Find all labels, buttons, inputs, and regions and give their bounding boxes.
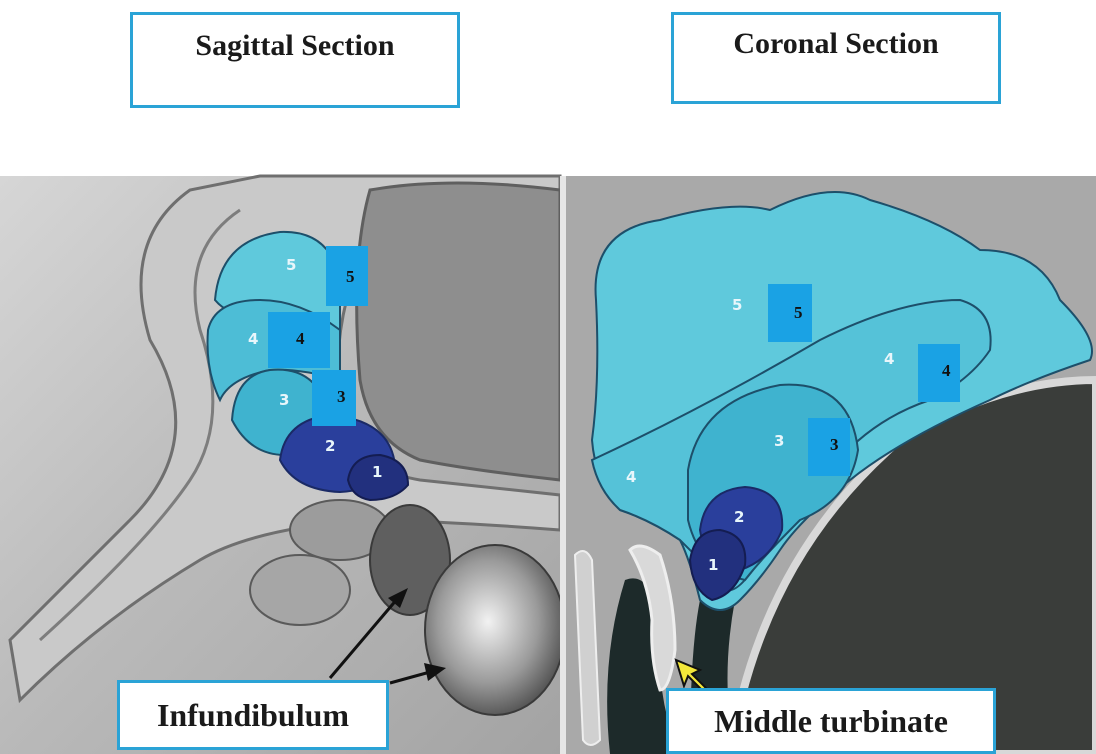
- sag-tag-3: 3: [337, 387, 346, 406]
- sag-cell-num-5: 5: [286, 256, 296, 274]
- coronal-panel: 5 4 4 3 2 1 5 4 3: [566, 176, 1096, 754]
- cor-cell-num-4a: 4: [884, 350, 894, 368]
- cor-tag-3-box: [808, 418, 850, 476]
- sag-cell-num-2: 2: [325, 437, 335, 455]
- sag-cell-num-1: 1: [372, 463, 382, 481]
- middle-turbinate-label: Middle turbinate: [666, 688, 996, 754]
- cor-tag-4-box: [918, 344, 960, 402]
- sag-cell-num-3: 3: [279, 391, 289, 409]
- cor-tag-5-box: [768, 284, 812, 342]
- cor-tag-5: 5: [794, 303, 803, 322]
- sagittal-section-title: Sagittal Section: [130, 12, 460, 108]
- cor-tag-3: 3: [830, 435, 839, 454]
- sag-tag-4: 4: [296, 329, 305, 348]
- sag-cell-num-4: 4: [248, 330, 258, 348]
- cor-cell-num-4b: 4: [626, 468, 636, 486]
- infundibulum-label: Infundibulum: [117, 680, 389, 750]
- cor-cell-num-5: 5: [732, 296, 742, 314]
- cor-cell-num-2: 2: [734, 508, 744, 526]
- sag-tag-5: 5: [346, 267, 355, 286]
- cor-tag-4: 4: [942, 361, 951, 380]
- sagittal-panel: 5 4 3 2 1 5 4 3: [0, 176, 565, 754]
- cor-cell-num-1: 1: [708, 556, 718, 574]
- cor-cell-num-3: 3: [774, 432, 784, 450]
- sag-tag-3-box: [312, 370, 356, 426]
- coronal-section-title: Coronal Section: [671, 12, 1001, 104]
